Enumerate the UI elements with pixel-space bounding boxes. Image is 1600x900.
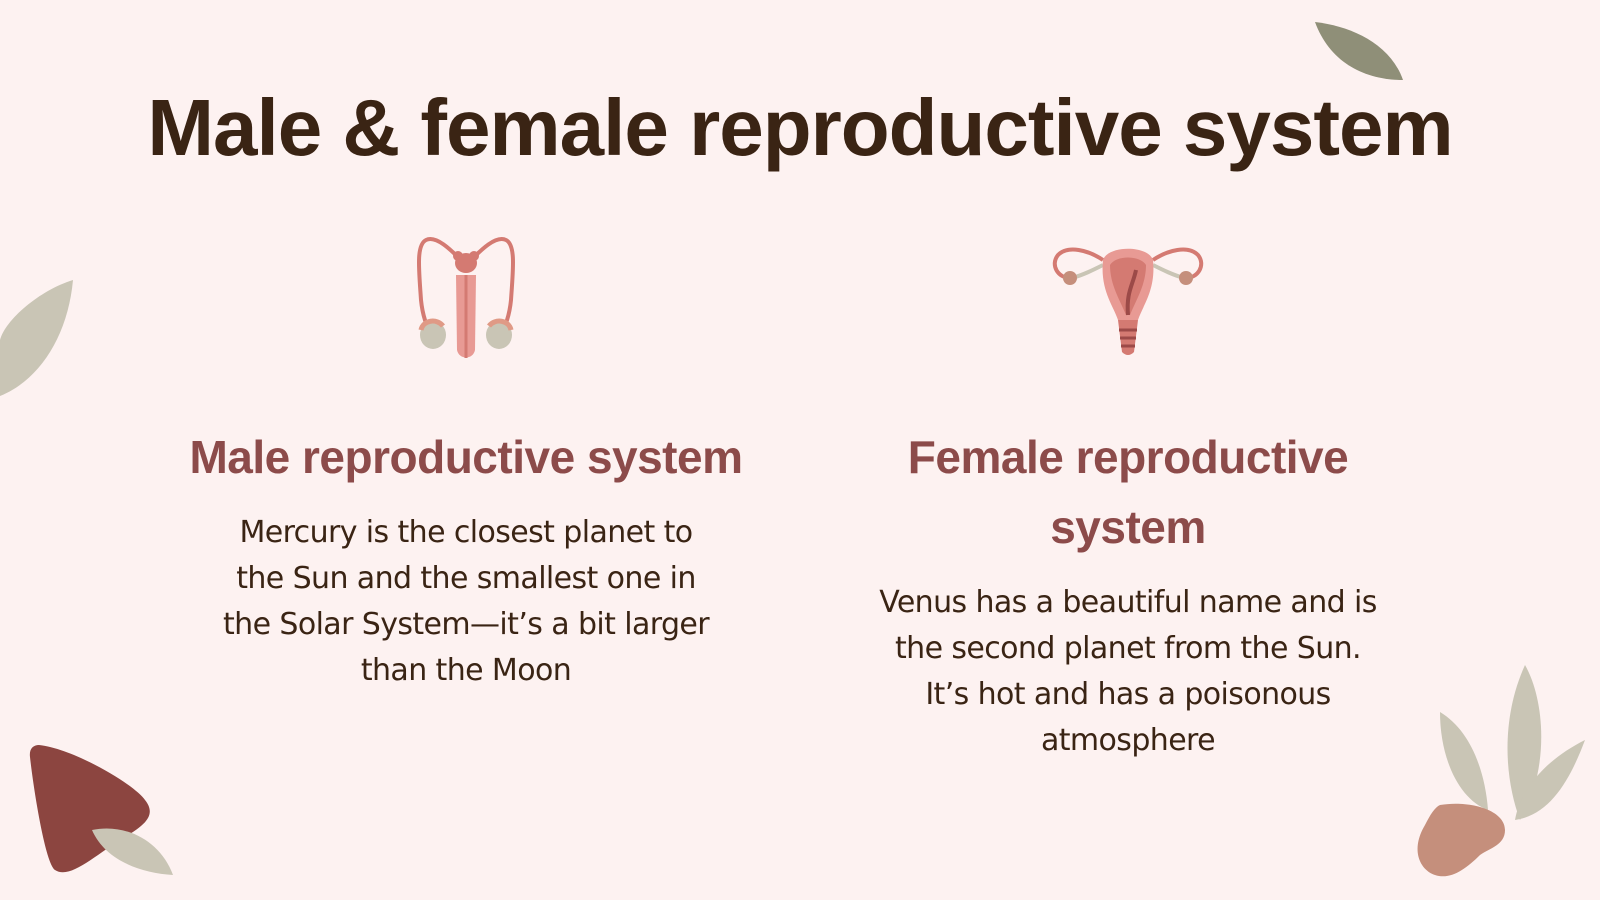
female-heading: Female reproductive system	[907, 431, 1349, 553]
male-reproductive-system-icon	[416, 237, 516, 358]
page-title: Male & female reproductive system	[147, 83, 1453, 172]
leaf-top-right-icon	[1315, 22, 1403, 80]
female-system-column: Female reproductive system Venus has a b…	[848, 230, 1408, 764]
male-system-column: Male reproductive system Mercury is the …	[186, 230, 746, 694]
female-description: Venus has a beautiful name and is the se…	[879, 585, 1377, 758]
female-reproductive-system-icon	[1052, 247, 1204, 355]
male-heading: Male reproductive system	[189, 431, 743, 483]
male-description: Mercury is the closest planet to the Sun…	[223, 515, 710, 688]
blob-bottom-left-icon	[29, 745, 173, 875]
leaf-left-icon	[0, 280, 73, 396]
plant-bottom-right-icon	[1417, 665, 1585, 877]
